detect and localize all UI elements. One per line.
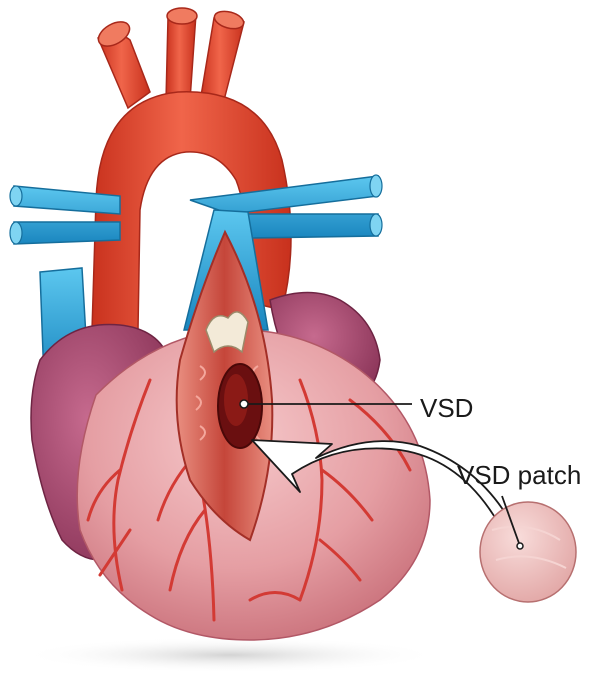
vsd-patch-label: VSD patch xyxy=(457,460,581,491)
vsd-label: VSD xyxy=(420,393,473,424)
ground-shadow xyxy=(20,637,440,673)
pulmonary-left-opening-2 xyxy=(10,222,22,244)
pulmonary-right-opening-1 xyxy=(370,175,382,197)
pulmonary-left-opening-1 xyxy=(10,186,22,206)
left-carotid-opening xyxy=(167,8,197,24)
left-carotid-artery xyxy=(166,14,196,100)
pulmonary-right-opening-2 xyxy=(370,214,382,236)
vsd-patch xyxy=(480,502,576,602)
